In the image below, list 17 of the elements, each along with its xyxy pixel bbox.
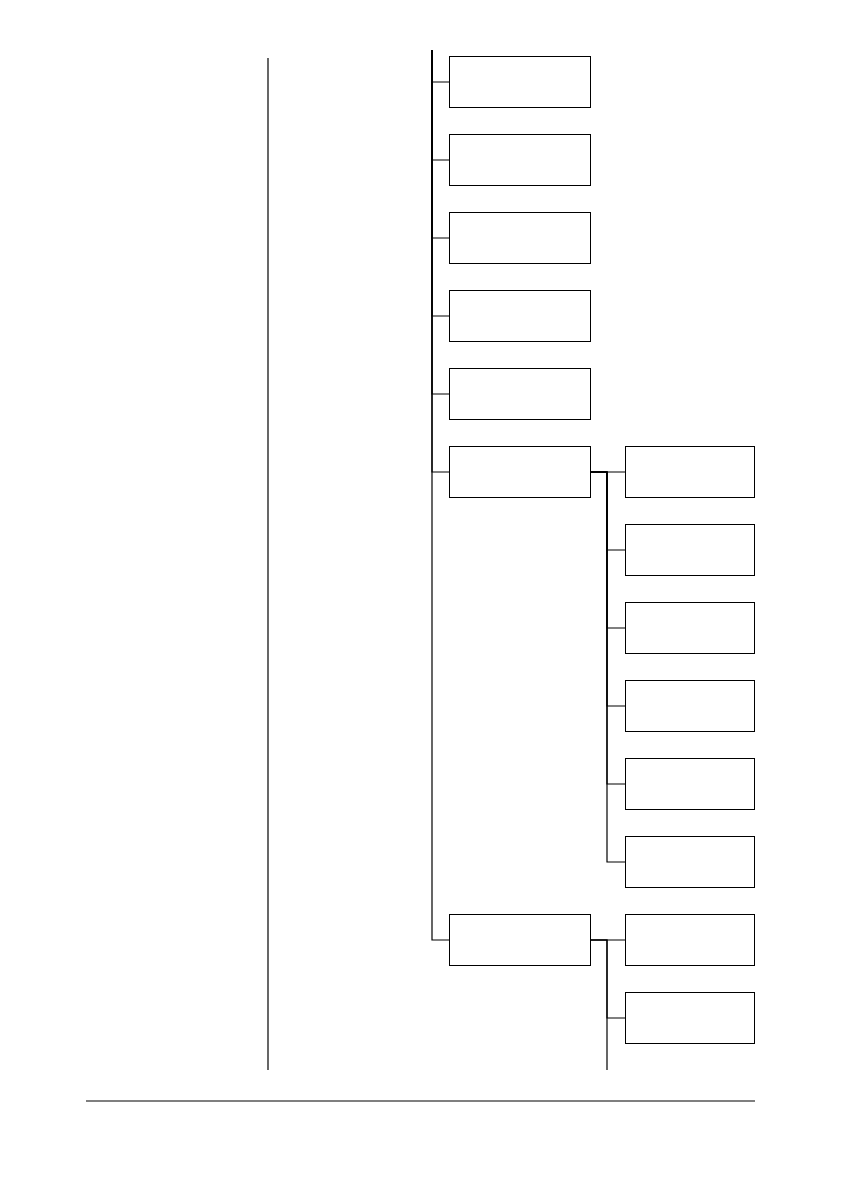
empty-box	[625, 680, 755, 732]
empty-box	[625, 524, 755, 576]
connector-line	[590, 939, 608, 1071]
empty-box	[625, 992, 755, 1044]
empty-box	[449, 212, 591, 264]
empty-box	[449, 134, 591, 186]
connector-line	[431, 49, 450, 941]
empty-box	[449, 914, 591, 966]
empty-box	[449, 290, 591, 342]
empty-box	[625, 602, 755, 654]
empty-box	[625, 914, 755, 966]
empty-box	[449, 446, 591, 498]
empty-box	[625, 836, 755, 888]
empty-box	[625, 758, 755, 810]
empty-box	[625, 446, 755, 498]
empty-box	[449, 56, 591, 108]
empty-box	[449, 368, 591, 420]
